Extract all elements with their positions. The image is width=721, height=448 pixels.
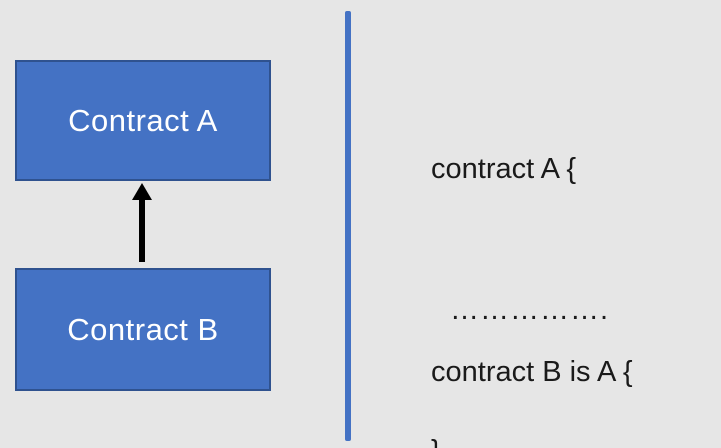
arrow-stem (139, 198, 145, 262)
code-line-a-close: } (431, 428, 609, 448)
code-line-b-open: contract B is A { (431, 356, 633, 388)
code-line-a-body: ……………. (450, 294, 610, 326)
divider-line (345, 11, 351, 441)
code-block-b: contract B is A { ………….. } (431, 255, 633, 448)
contract-a-label: Contract A (68, 102, 218, 138)
contract-a-box: Contract A (15, 60, 271, 181)
code-line-a-open: contract A { (431, 153, 577, 185)
arrow-head-icon (132, 183, 152, 200)
code-block-a: contract A { ……………. } (431, 52, 609, 448)
contract-b-box: Contract B (15, 268, 271, 391)
contract-b-label: Contract B (67, 311, 219, 347)
